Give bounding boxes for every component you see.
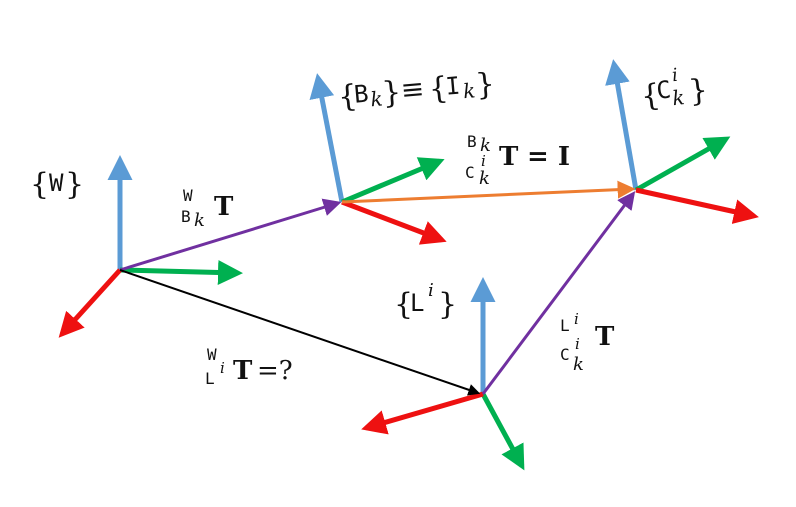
body-frame-label: { B k } ≡ { I k } — [337, 67, 497, 116]
svg-text:W: W — [183, 186, 193, 205]
body-x-axis — [341, 157, 445, 205]
svg-text:C: C — [465, 163, 475, 182]
svg-text:T: T — [595, 322, 615, 352]
svg-text:= I: = I — [527, 142, 570, 172]
svg-text:C: C — [655, 76, 672, 105]
lidar-camera-transform-label: L i C i k T — [560, 310, 615, 375]
body-frame — [309, 73, 447, 245]
svg-text:k: k — [479, 168, 490, 189]
svg-text:T: T — [233, 356, 253, 386]
world-y-axis — [58, 268, 122, 338]
svg-text:k: k — [462, 78, 476, 103]
lidar-x-axis — [480, 392, 525, 471]
world-body-transform-label: W B k T — [181, 186, 234, 231]
svg-text:{: { — [337, 79, 359, 116]
world-frame — [58, 155, 243, 338]
svg-text:k: k — [573, 354, 584, 375]
body-camera-transform-label: B k C i k T = I — [465, 132, 570, 189]
svg-text:B: B — [467, 132, 477, 151]
svg-text:k: k — [369, 86, 383, 111]
svg-text:}: } — [65, 167, 84, 202]
svg-text:L: L — [205, 369, 215, 388]
body-to-camera-arrow — [341, 180, 636, 204]
camera-frame — [605, 59, 759, 224]
body-z-axis — [309, 73, 345, 203]
svg-text:≡: ≡ — [399, 72, 425, 107]
svg-text:T: T — [499, 142, 519, 172]
body-y-axis — [341, 199, 447, 245]
svg-text:i: i — [575, 335, 580, 353]
world-x-axis — [119, 259, 243, 285]
svg-text:=?: =? — [257, 356, 293, 386]
svg-text:k: k — [194, 210, 205, 231]
svg-text:i: i — [428, 280, 434, 301]
svg-text:W: W — [49, 169, 64, 197]
camera-frame-label: { C i k } — [639, 65, 710, 115]
svg-text:L: L — [560, 316, 570, 335]
svg-text:i: i — [574, 310, 579, 328]
svg-text:W: W — [207, 345, 217, 364]
svg-text:{: { — [427, 71, 449, 108]
world-to-body-arrow — [119, 198, 342, 272]
lidar-frame — [361, 277, 525, 471]
svg-text:}: } — [474, 67, 496, 104]
svg-text:C: C — [560, 345, 570, 364]
svg-text:B: B — [353, 80, 370, 109]
svg-text:I: I — [444, 72, 461, 101]
svg-text:k: k — [671, 85, 686, 110]
world-frame-label: { W } — [30, 167, 84, 202]
svg-text:L: L — [410, 289, 424, 317]
svg-text:{: { — [639, 78, 662, 115]
svg-text:T: T — [214, 192, 234, 222]
lidar-frame-label: { L i } — [394, 280, 457, 322]
svg-text:}: } — [687, 73, 710, 110]
svg-text:i: i — [671, 65, 679, 86]
svg-text:{: { — [30, 167, 49, 202]
camera-y-axis — [635, 187, 759, 224]
svg-text:i: i — [481, 152, 486, 170]
svg-text:k: k — [480, 135, 491, 156]
world-lidar-transform-label: W L i T =? — [205, 345, 293, 388]
svg-text:i: i — [220, 359, 225, 377]
camera-x-axis — [634, 136, 731, 193]
svg-text:{: { — [394, 287, 413, 322]
svg-text:B: B — [181, 207, 191, 226]
world-to-lidar-arrow — [119, 269, 481, 396]
svg-text:}: } — [438, 287, 457, 322]
lidar-to-camera-arrow — [481, 191, 636, 395]
camera-z-axis — [605, 59, 639, 191]
lidar-y-axis — [361, 391, 484, 435]
svg-text:}: } — [381, 75, 403, 112]
